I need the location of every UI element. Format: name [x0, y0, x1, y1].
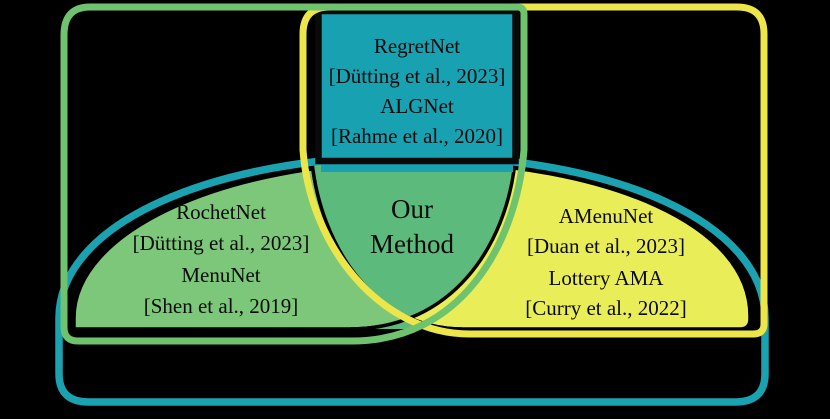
- center-region-labels: Our Method: [370, 194, 454, 259]
- top-box-line-2: [Dütting et al., 2023]: [329, 64, 506, 88]
- right-region-line-1: AMenuNet: [559, 204, 654, 228]
- left-region-labels: RochetNet [Dütting et al., 2023] MenuNet…: [133, 200, 310, 318]
- right-rect-outline: [299, 3, 768, 338]
- left-region-right-edge: [349, 161, 517, 331]
- left-region-line-3: MenuNet: [181, 263, 260, 287]
- overlap-region-fill: [312, 162, 515, 329]
- right-region-line-4: [Curry et al., 2022]: [525, 296, 687, 320]
- left-region-line-1: RochetNet: [176, 200, 266, 224]
- top-box-labels: RegretNet [Dütting et al., 2023] ALGNet …: [329, 34, 506, 148]
- top-box-fill: [321, 6, 513, 172]
- left-region-line-2: [Dütting et al., 2023]: [133, 231, 310, 255]
- top-box-line-1: RegretNet: [374, 34, 460, 58]
- right-region-line-2: [Duan et al., 2023]: [527, 234, 685, 258]
- center-region-line-1: Our: [391, 194, 433, 224]
- top-box-line-3: ALGNet: [380, 94, 454, 118]
- right-region-line-3: Lottery AMA: [549, 266, 665, 290]
- left-region-line-4: [Shen et al., 2019]: [144, 294, 299, 318]
- right-region-labels: AMenuNet [Duan et al., 2023] Lottery AMA…: [525, 204, 687, 320]
- top-box-border: [315, 7, 519, 165]
- center-region-line-2: Method: [370, 229, 454, 259]
- left-rect-outline: [60, 3, 528, 345]
- top-box-line-4: [Rahme et al., 2020]: [331, 124, 503, 148]
